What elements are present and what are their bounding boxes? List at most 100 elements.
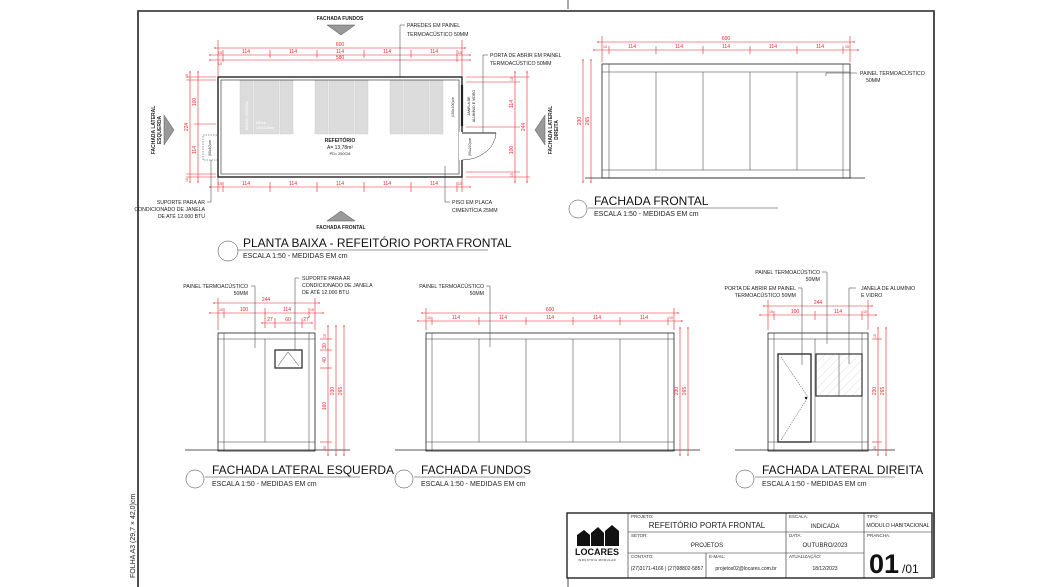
table-size-label: 180X100cm	[256, 126, 274, 130]
title-block-brand-sub: INDÚSTRIA MODULAR	[578, 557, 616, 562]
plan-dims-top-module: 114	[336, 49, 344, 55]
title-block-email-label: E-MAIL:	[709, 554, 725, 559]
plan-note-ac-2: DE ATÉ 12.000 BTU	[158, 213, 205, 220]
plan-dims-left-top: 100	[192, 98, 198, 107]
project-name: REFEITÓRIO PORTA FRONTAL	[649, 521, 766, 530]
plan-note-walls-1: TERMOACÚSTICO 50MM	[407, 31, 468, 38]
plan-dims-left-end: 10	[185, 178, 189, 182]
left-dims-v3: 160	[322, 402, 328, 411]
table-label: MESA	[256, 121, 266, 125]
plan-tag-left-1: ESQUERDA	[157, 115, 163, 144]
left-dims-c: 27	[267, 317, 273, 323]
plan-dimensions-top: 600 15 114 114 114 114 114 15 580 10	[209, 40, 471, 76]
note-ac: SUPORTE PARA AR CONDICIONADO DE JANELA D…	[134, 160, 212, 220]
plan-dims-top-end: 15	[458, 50, 463, 55]
plan-note-walls-0: PAREDES EM PAINEL	[407, 23, 460, 29]
plan-note-door-1: TERMOACÚSTICO 50MM	[490, 60, 551, 67]
left-dims-total: 244	[262, 297, 271, 303]
ac-support-plan: (60x40)cm	[202, 134, 219, 161]
title-block-contact-label: CONTATO:	[631, 554, 654, 559]
back-dims-module: 114	[499, 315, 507, 321]
right-dims-b: 114	[834, 309, 842, 315]
left-note-panel-1: 50MM	[234, 291, 248, 297]
sheet-total: /01	[902, 562, 919, 576]
left-scale: ESCALA 1:50 - MEDIDAS EM cm	[212, 481, 317, 488]
back-elevation: 600 15 114 114 114 114 114 15 230 265 PA…	[394, 283, 700, 489]
plan-dimensions-right: 114 100 244 15 15	[466, 71, 530, 183]
triangle-marker-icon	[534, 114, 546, 146]
plan-note-ac-0: SUPORTE PARA AR	[157, 200, 205, 206]
right-dims-end: 15	[769, 310, 773, 314]
plan-tag-back: FACHADA FUNDOS	[317, 16, 364, 22]
left-title: FACHADA LATERAL ESQUERDA	[212, 463, 394, 477]
front-dims-module: 114	[816, 44, 824, 50]
title-block-brand: LOCARES	[575, 547, 619, 557]
triangle-marker-icon	[163, 114, 175, 146]
back-note-1: 50MM	[470, 291, 484, 297]
plan-dims-top-module: 114	[383, 181, 391, 187]
floor-plan: FACHADA FUNDOS FACHADA FRONTAL FACHADA L…	[134, 16, 562, 262]
triangle-marker-icon	[326, 24, 356, 36]
plan-dims-top-gap: 10	[218, 61, 223, 66]
title-block-sheet-label: PRANCHA:	[867, 533, 890, 538]
right-note-panel-1: 50MM	[806, 277, 820, 283]
right-note-door-0: PORTA DE ABRIR EM PAINEL	[725, 286, 797, 292]
title-block-scale: INDICADA	[811, 524, 840, 530]
back-dims-module: 114	[640, 315, 648, 321]
plan-dims-top-module: 114	[336, 181, 344, 187]
left-note-ac-2: DE ATÉ 12.000 BTU	[302, 289, 349, 296]
front-dims-h2: 265	[585, 117, 591, 126]
plan-dims-top-inner: 580	[336, 55, 345, 61]
ac-support-elevation	[274, 349, 303, 369]
plan-dims-right-bottom: 100	[509, 146, 515, 155]
tag-fachada-fundos: FACHADA FUNDOS	[317, 16, 364, 36]
sheet-number: 01	[869, 549, 899, 579]
front-scale: ESCALA 1:50 - MEDIDAS EM cm	[594, 211, 699, 218]
right-dims-end: 15	[863, 310, 867, 314]
front-dims-end: 15	[845, 45, 849, 49]
plan-dims-top-module: 114	[289, 49, 297, 55]
plan-dims-top-module: 114	[430, 49, 438, 55]
table-set-2	[314, 79, 369, 135]
left-dims-v1: 30	[322, 343, 328, 349]
back-dims-end: 15	[427, 316, 431, 320]
plan-dims-left-end: 10	[185, 74, 189, 78]
title-block-date-label: DATA:	[789, 533, 802, 538]
title-block-date: OUTUBRO/2023	[802, 543, 848, 549]
plan-note-door-0: PORTA DE ABRIR EM PAINEL	[490, 53, 562, 59]
left-dims-end: 15	[323, 334, 327, 338]
right-note-door-1: TERMOACÚSTICO 50MM	[735, 292, 796, 299]
locares-logo: LOCARES INDÚSTRIA MODULAR	[575, 525, 619, 562]
right-note-window-0: JANELA DE ALUMÍNIO	[861, 285, 915, 292]
left-dims-end: 15	[219, 308, 223, 312]
title-block-sector-label: SETOR:	[631, 533, 648, 538]
front-dims-end: 15	[603, 45, 607, 49]
front-note-1: 50MM	[866, 78, 880, 84]
plan-title-block: PLANTA BAIXA - REFEITÓRIO PORTA FRONTAL …	[217, 235, 512, 262]
plan-note-ac-1: CONDICIONADO DE JANELA	[134, 207, 205, 213]
plan-note-floor-0: PISO EM PLACA	[452, 200, 493, 206]
right-dims-end: 15	[873, 334, 877, 338]
right-title: FACHADA LATERAL DIREITA	[762, 463, 923, 477]
left-note-panel-0: PAINEL TERMOACÚSTICO	[183, 283, 248, 290]
plan-dims-top-module: 114	[430, 181, 438, 187]
plan-tag-right-1: DIREITA	[554, 120, 560, 140]
triangle-marker-icon	[326, 210, 356, 222]
left-dims-v2: 40	[322, 357, 328, 363]
right-elevation: 244 15 100 114 15 15 230 20 265 PAINEL T…	[725, 269, 923, 489]
plan-scale: ESCALA 1:50 - MEDIDAS EM cm	[243, 253, 348, 260]
left-dims-end: 15	[310, 308, 314, 312]
plan-dims-right-end: 15	[510, 173, 514, 177]
tag-fachada-frontal: FACHADA FRONTAL	[316, 210, 366, 231]
table-set-1	[239, 79, 294, 135]
title-block-type: MÓDULO HABITACIONAL	[866, 522, 929, 529]
title-block-sector: PROJETOS	[691, 543, 723, 549]
sheet-frame: FOLHA A3 (29,7 × 42,0)cm	[130, 0, 935, 587]
door-plan: (90x210)cm	[459, 132, 497, 161]
back-dims-h2: 265	[682, 387, 688, 396]
left-dims-c: 27	[303, 317, 309, 323]
paper-size-label: FOLHA A3 (29,7 × 42,0)cm	[130, 494, 137, 578]
back-dims-end: 15	[669, 316, 673, 320]
plan-dims-right-end: 15	[510, 77, 514, 81]
